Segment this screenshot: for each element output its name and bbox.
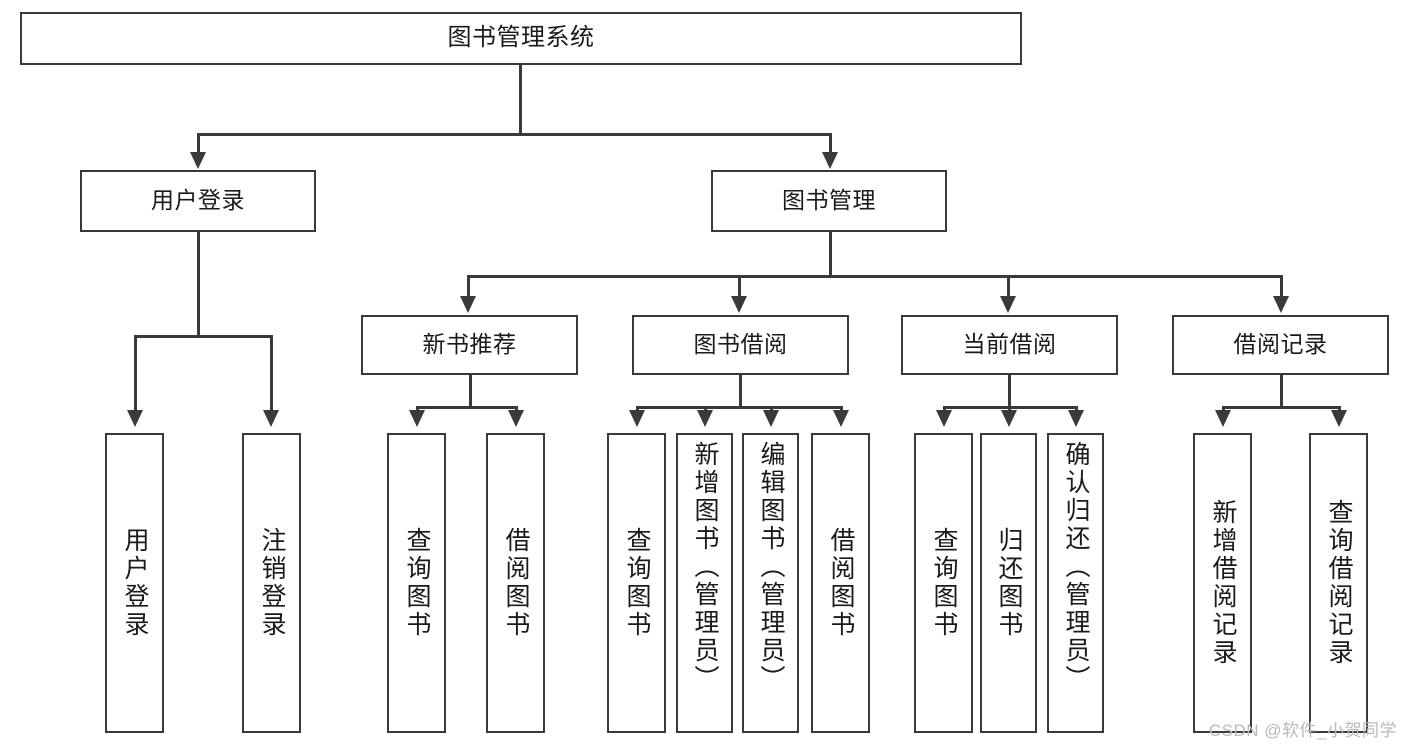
arrow-book-borrow-leaf-2 [763,410,779,427]
node-book-borrow-label: 图书借阅 [693,331,788,358]
connector-borrow-record-stem [1280,375,1283,408]
node-user-login[interactable]: 用户登录 [80,170,316,232]
node-new-book-recommend-label: 新书推荐 [422,331,517,358]
node-book-borrow[interactable]: 图书借阅 [632,315,849,375]
arrow-book-borrow-leaf-0 [629,410,645,427]
arrow-book-manage-to-record [1273,296,1289,313]
node-leaf-confirm-return-label: 确认归还（管理员） [1062,441,1090,693]
node-leaf-logout[interactable]: 注销登录 [242,433,301,733]
node-root[interactable]: 图书管理系统 [20,12,1022,65]
connector-new-book-stem [469,375,472,408]
node-borrow-record-label: 借阅记录 [1233,331,1328,358]
node-leaf-query-book-current-label: 查询图书 [930,527,958,639]
connector-book-manage-stem [829,232,832,277]
arrow-user-login-leaf-0 [127,410,143,427]
arrow-book-borrow-leaf-3 [833,410,849,427]
watermark: CSDN @软件_小贺同学 [1208,721,1397,740]
node-leaf-query-borrow-record[interactable]: 查询借阅记录 [1309,433,1368,733]
arrow-current-borrow-leaf-0 [936,410,952,427]
node-user-login-label: 用户登录 [151,187,245,214]
connector-borrow-record-bus [1222,406,1340,409]
connector-book-manage-to-borrow [738,275,741,305]
node-leaf-user-login[interactable]: 用户登录 [105,433,164,733]
node-leaf-query-book-recommend-label: 查询图书 [403,527,431,639]
node-leaf-query-book-recommend[interactable]: 查询图书 [387,433,446,733]
arrow-new-book-leaf-0 [409,410,425,427]
node-leaf-add-borrow-record[interactable]: 新增借阅记录 [1193,433,1252,733]
node-leaf-query-book-borrow[interactable]: 查询图书 [607,433,666,733]
connector-root-to-user-login [197,133,200,163]
connector-book-manage-to-record [1280,275,1283,305]
arrow-book-borrow-leaf-1 [697,410,713,427]
connector-user-login-stem [197,232,200,337]
node-leaf-edit-book[interactable]: 编辑图书（管理员） [742,433,799,733]
node-leaf-return-book[interactable]: 归还图书 [980,433,1037,733]
node-leaf-confirm-return[interactable]: 确认归还（管理员） [1047,433,1104,733]
node-leaf-query-borrow-record-label: 查询借阅记录 [1325,499,1353,667]
connector-root-to-book-manage [829,133,832,163]
node-root-label: 图书管理系统 [447,24,595,52]
connector-root-bus [197,133,832,136]
connector-book-borrow-stem [739,375,742,408]
arrow-root-to-book-manage [822,152,838,169]
node-leaf-borrow-book-recommend[interactable]: 借阅图书 [486,433,545,733]
node-leaf-query-book-borrow-label: 查询图书 [623,527,651,639]
connector-new-book-bus [416,406,518,409]
connector-user-login-bus [134,335,272,338]
arrow-borrow-record-leaf-0 [1215,410,1231,427]
connector-user-login-leaf-1 [270,335,273,420]
connector-current-borrow-stem [1008,375,1011,408]
node-leaf-user-login-label: 用户登录 [121,527,149,639]
node-current-borrow[interactable]: 当前借阅 [901,315,1118,375]
node-leaf-return-book-label: 归还图书 [995,527,1023,639]
connector-user-login-leaf-0 [134,335,137,420]
node-leaf-borrow-book-recommend-label: 借阅图书 [502,527,530,639]
node-leaf-logout-label: 注销登录 [258,527,286,639]
connector-book-borrow-bus [636,406,843,409]
connector-book-manage-to-current [1007,275,1010,305]
node-leaf-borrow-book[interactable]: 借阅图书 [811,433,870,733]
arrow-book-manage-to-new-book [460,296,476,313]
node-borrow-record[interactable]: 借阅记录 [1172,315,1389,375]
node-leaf-query-book-current[interactable]: 查询图书 [914,433,973,733]
node-leaf-borrow-book-label: 借阅图书 [827,527,855,639]
arrow-book-manage-to-borrow [731,296,747,313]
connector-book-manage-bus [467,275,1282,278]
arrow-borrow-record-leaf-1 [1331,410,1347,427]
arrow-root-to-user-login [190,152,206,169]
node-current-borrow-label: 当前借阅 [962,331,1057,358]
arrow-new-book-leaf-1 [508,410,524,427]
node-leaf-edit-book-label: 编辑图书（管理员） [757,441,785,693]
arrow-book-manage-to-current [1000,296,1016,313]
node-leaf-add-borrow-record-label: 新增借阅记录 [1209,499,1237,667]
node-book-manage-label: 图书管理 [782,187,876,214]
node-new-book-recommend[interactable]: 新书推荐 [361,315,578,375]
arrow-current-borrow-leaf-2 [1068,410,1084,427]
arrow-current-borrow-leaf-1 [1001,410,1017,427]
node-book-manage[interactable]: 图书管理 [711,170,947,232]
connector-root-stem [519,65,522,135]
arrow-user-login-leaf-1 [263,410,279,427]
node-leaf-add-book-label: 新增图书（管理员） [691,441,719,693]
connector-book-manage-to-new-book [467,275,470,305]
node-leaf-add-book[interactable]: 新增图书（管理员） [676,433,733,733]
